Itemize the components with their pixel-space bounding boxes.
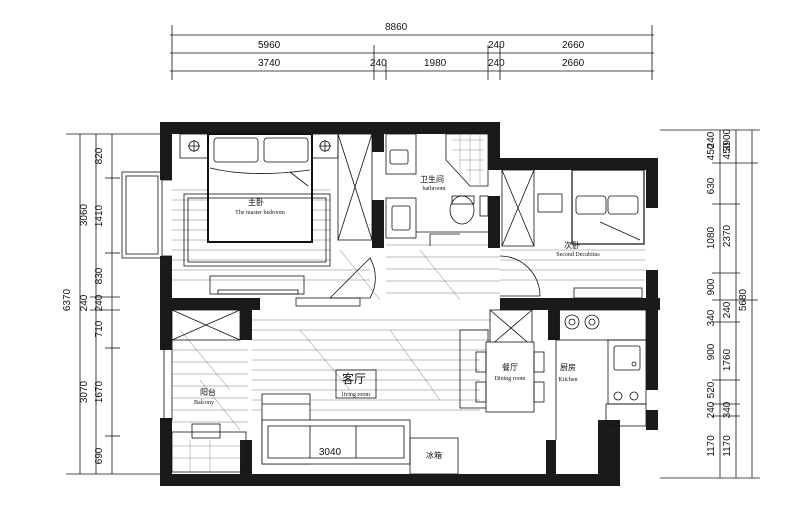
fridge-label: 冰箱 [426, 450, 442, 460]
dining-room: 餐厅 Dining room [475, 341, 545, 413]
balcony-cn: 阳台 [200, 387, 216, 397]
dim-left-group-c: 3070 [79, 380, 90, 403]
dim-right-group-7: 1170 [722, 435, 733, 457]
second-nightstand [537, 193, 563, 213]
second-desk [573, 287, 643, 299]
dim-top-2-a: 5960 [258, 40, 281, 51]
cooktop-counter [555, 309, 647, 341]
dim-total-height: 6370 [62, 288, 73, 311]
dim-right-total: 5680 [738, 288, 749, 311]
dining-chair-3 [533, 351, 545, 373]
tv-cabinet [209, 275, 305, 295]
second-door [499, 255, 541, 297]
toilet [449, 195, 475, 225]
bedroom-rug [183, 193, 331, 267]
washbasin [385, 133, 417, 175]
dining-table [485, 341, 535, 413]
master-bed [207, 133, 313, 243]
bathroom-cn: 卫生间 [420, 174, 444, 184]
second-bedroom-en: Second Decubitus [556, 252, 600, 258]
left-dimension-lines: 6370 3060 240 3070 820 1410 830 240 710 … [62, 133, 160, 475]
walls [160, 122, 660, 486]
kitchen-cn: 厨房 [560, 362, 576, 372]
kitchen-sink [613, 345, 641, 371]
master-bedroom-cn: 主卧 [248, 197, 264, 207]
living-room-en: living room [342, 392, 370, 398]
tv-wall-cabinet [459, 329, 489, 409]
bathroom-en: bathroom [423, 186, 446, 192]
bay-window [121, 171, 163, 259]
dim-right-group-2: 450 [722, 142, 733, 159]
master-bedroom-en: The master bedroom [235, 210, 285, 216]
dim-total-width: 8860 [385, 22, 408, 33]
dim-left-detail-6: 1670 [94, 380, 105, 403]
balcony-cabinet [171, 309, 241, 341]
dim-top-3-d: 240 [488, 58, 505, 69]
dim-right-detail-10: 1170 [706, 435, 717, 457]
dim-right-group-6: 340 [722, 401, 733, 418]
dining-chair-4 [533, 381, 545, 403]
dim-right-group-1: 3900 [722, 128, 733, 151]
washing-machine [385, 197, 417, 239]
dim-right-detail-3: 630 [706, 177, 717, 194]
laundry-area [171, 431, 247, 473]
balcony-en: Balcony [194, 400, 214, 406]
wardrobe [337, 133, 373, 241]
dim-right-detail-2: 450 [706, 143, 717, 160]
dim-right-detail-8: 520 [706, 381, 717, 398]
fridge [409, 437, 459, 475]
dim-top-3-a: 3740 [258, 58, 281, 69]
dim-left-detail-5: 710 [94, 320, 105, 337]
second-bedroom-cn: 次卧 [564, 240, 580, 250]
dim-top-3-c: 1980 [424, 58, 447, 69]
dim-top-2-c: 2660 [562, 40, 585, 51]
balcony: 阳台 Balcony [163, 309, 247, 473]
living-room-cn: 客厅 [342, 371, 366, 386]
top-dimension-lines: 8860 5960 240 2660 3740 240 1980 240 266… [170, 22, 654, 80]
dim-right-detail-5: 900 [706, 278, 717, 295]
burner-right [584, 314, 600, 330]
dim-top-3-e: 2660 [562, 58, 585, 69]
dim-right-detail-7: 900 [706, 343, 717, 360]
dim-left-detail-3: 830 [94, 267, 105, 284]
kitchen-en: Kitchen [559, 377, 578, 383]
shower-area [445, 133, 489, 187]
balcony-sink [191, 423, 221, 439]
dim-right-group-4: 240 [722, 301, 733, 318]
master-bedroom: 主卧 The master bedroom [121, 133, 376, 299]
dim-left-group-a: 3060 [79, 203, 90, 226]
second-bedroom: 次卧 Second Decubitus [499, 169, 645, 299]
nightstand-left [179, 133, 209, 159]
dim-top-2-b: 240 [488, 40, 505, 51]
right-dimension-lines: 5680 3900 450 2370 240 1760 340 1170 240… [660, 128, 760, 479]
bathroom: 卫生间 bathroom [385, 133, 489, 246]
sofa-width: 3040 [319, 447, 342, 458]
dining-chair-2 [475, 381, 487, 403]
dim-right-group-3: 2370 [722, 224, 733, 247]
master-door [329, 257, 376, 299]
dim-left-detail-1: 820 [94, 147, 105, 164]
dim-left-group-b: 240 [79, 294, 90, 311]
dining-room-cn: 餐厅 [502, 363, 518, 372]
dim-right-detail-9: 240 [706, 401, 717, 418]
dim-left-detail-7: 690 [94, 447, 105, 464]
dining-chair-1 [475, 351, 487, 373]
dim-right-group-5: 1760 [722, 348, 733, 371]
hallway-door [295, 297, 370, 307]
dim-top-3-b: 240 [370, 58, 387, 69]
dining-room-en: Dining room [495, 376, 526, 382]
dim-right-detail-4: 1080 [706, 226, 717, 249]
burner-left [564, 314, 580, 330]
dim-right-detail-1: 240 [706, 131, 717, 148]
kitchen: 厨房 Kitchen [555, 309, 647, 440]
dim-right-detail-6: 340 [706, 309, 717, 326]
dim-left-detail-4: 240 [94, 294, 105, 311]
second-wardrobe [501, 169, 535, 247]
dim-left-detail-2: 1410 [94, 204, 105, 227]
living-room: 客厅 living room 3040 冰箱 [261, 309, 533, 475]
